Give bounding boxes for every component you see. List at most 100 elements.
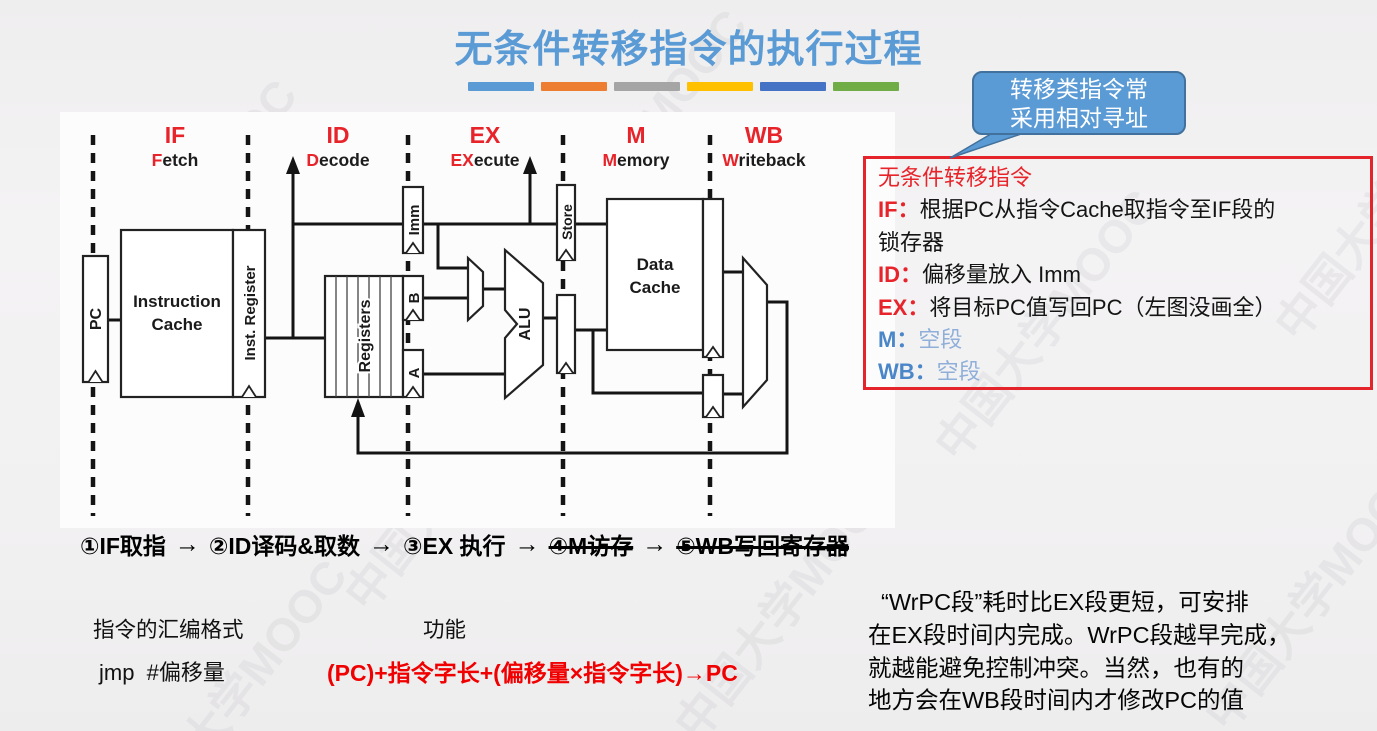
datapath-wires: [108, 172, 789, 455]
callout-bubble: 转移类指令常 采用相对寻址: [972, 71, 1186, 135]
decor-bars: [468, 82, 899, 91]
icache-label-line1: Instruction: [133, 292, 221, 311]
note-line-prefix: EX：: [878, 294, 930, 320]
asm-func-label: 功能: [423, 618, 467, 642]
imm-label: Imm: [406, 205, 423, 236]
datapath-blocks: [81, 183, 769, 419]
note-line-text: 将目标PC值写回PC（左图没画全）: [929, 294, 1277, 320]
note-line: ID：偏移量放入 Imm: [878, 259, 1362, 291]
stage-name-ex: EXecute: [450, 150, 519, 170]
note-line-text: 根据PC从指令Cache取指令至IF段的: [919, 197, 1276, 223]
callout-line: 采用相对寻址: [1010, 105, 1148, 131]
callout-bubble-tail: [949, 131, 1031, 159]
asm-format-label: 指令的汇编格式: [93, 618, 244, 642]
decor-bar: [614, 82, 680, 91]
clock-triangle: [705, 345, 721, 358]
note-line: IF：根据PC从指令Cache取指令至IF段的: [878, 194, 1362, 226]
dcache-label-line2: Cache: [629, 278, 680, 297]
note-line-text: 无条件转移指令: [878, 165, 1033, 190]
instruction-register-box: [231, 228, 267, 399]
pipeline-datapath-svg: PC Instruction Cache Inst. Register Regi…: [81, 122, 806, 516]
sequence-step: ③EX 执行: [403, 533, 506, 559]
arrowhead-wrpc-up: [523, 156, 537, 174]
pipeline-diagram: PC Instruction Cache Inst. Register Regi…: [60, 112, 895, 528]
data-cache-box: [605, 197, 705, 352]
execution-sequence: ①IF取指 → ②ID译码&取数 → ③EX 执行 → ④M访存 → ⑤WB写回寄存器: [80, 527, 849, 561]
clock-triangle: [87, 369, 104, 383]
dcache-label-line1: Data: [637, 255, 674, 274]
b-register-label: B: [406, 292, 423, 303]
wrpc-note-line: 地方会在WB段时间内才修改PC的值: [868, 687, 1244, 714]
alu-shape: [503, 247, 545, 401]
clock-triangle: [241, 384, 257, 398]
register-file-stripes: [335, 276, 392, 397]
pc-label: PC: [88, 307, 105, 330]
note-line: 无条件转移指令: [878, 162, 1362, 194]
sequence-step: ②ID译码&取数: [208, 533, 361, 559]
note-line-prefix: IF：: [878, 197, 920, 223]
stage-abbr-wb: WB: [745, 122, 783, 148]
stage-name-wb: Writeback: [722, 150, 806, 170]
wrpc-note-line: “WrPC段”耗时比EX段更短，可安排: [881, 589, 1249, 615]
note-line: EX：将目标PC值写回PC（左图没画全）: [878, 292, 1362, 324]
note-line-text: 空段: [936, 359, 981, 385]
note-box: 无条件转移指令 IF：根据PC从指令Cache取指令至IF段的锁存器 ID：偏移量放…: [863, 156, 1373, 390]
sequence-step: ①IF取指: [80, 533, 166, 559]
decor-bar: [687, 82, 753, 91]
note-line-text: 锁存器: [878, 229, 945, 255]
stage-name-if: Fetch: [152, 150, 199, 170]
decor-bar: [541, 82, 607, 91]
clock-triangle: [705, 405, 721, 418]
mem-wb-register-box: [701, 197, 725, 359]
arrowhead-writeback: [351, 398, 365, 417]
decor-bar: [468, 82, 534, 91]
decor-bar: [760, 82, 826, 91]
arrow-right-icon: →: [369, 529, 395, 558]
wire-alu-bypass: [591, 330, 703, 395]
clock-edge-triangles: [87, 241, 721, 418]
wrpc-note-line: 在EX段时间内完成。WrPC段越早完成，: [868, 621, 1291, 648]
inst-register-label: Inst. Register: [242, 265, 259, 360]
bubble-tail-shape: [949, 131, 1031, 159]
arrow-right-icon: →: [642, 529, 668, 558]
sequence-step: ④M访存: [548, 533, 634, 559]
arrow-right-icon: →: [174, 529, 200, 558]
decor-bar: [833, 82, 899, 91]
sequence-step: ⑤WB写回寄存器: [676, 533, 849, 559]
stage-name-m: Memory: [602, 150, 669, 170]
alu-input-mux: [466, 255, 485, 323]
stage-abbr-if: IF: [165, 122, 185, 148]
wire-imm-to-mux: [436, 224, 468, 270]
clock-triangle: [405, 308, 421, 321]
stage-abbr-ex: EX: [470, 122, 501, 148]
arrowheads: [286, 156, 537, 417]
clock-triangle: [405, 385, 421, 398]
instruction-cache-box: [119, 228, 235, 399]
arrow-right-icon: →: [514, 529, 540, 558]
note-line-text: 偏移量放入 Imm: [922, 262, 1081, 288]
alu-label: ALU: [517, 308, 534, 341]
writeback-mux: [741, 255, 769, 410]
note-line: 锁存器: [878, 227, 1362, 259]
pc-register-box: [81, 254, 110, 384]
note-line: M：空段: [878, 324, 1362, 356]
icache-label-line2: Cache: [151, 315, 202, 334]
stage-abbr-id: ID: [327, 122, 350, 148]
clock-triangle: [405, 241, 421, 254]
note-line-text: 空段: [918, 327, 963, 353]
clock-triangle: [558, 248, 574, 261]
a-register-label: A: [406, 367, 423, 378]
note-line-prefix: WB：: [878, 359, 937, 385]
alu-out-register-box: [555, 293, 577, 375]
asm-operation: (PC)+指令字长+(偏移量×指令字长)→PC: [327, 660, 738, 686]
callout-line: 转移类指令常: [1010, 76, 1148, 102]
arrowhead-decode-up: [286, 156, 300, 174]
store-label: Store: [559, 204, 575, 240]
stage-name-id: Decode: [306, 150, 369, 170]
note-line: WB：空段: [878, 356, 1362, 388]
stage-abbr-m: M: [626, 122, 645, 148]
wrpc-note: “WrPC段”耗时比EX段更短，可安排在EX段时间内完成。WrPC段越早完成，就…: [868, 586, 1377, 717]
registers-label: Registers: [357, 299, 374, 372]
